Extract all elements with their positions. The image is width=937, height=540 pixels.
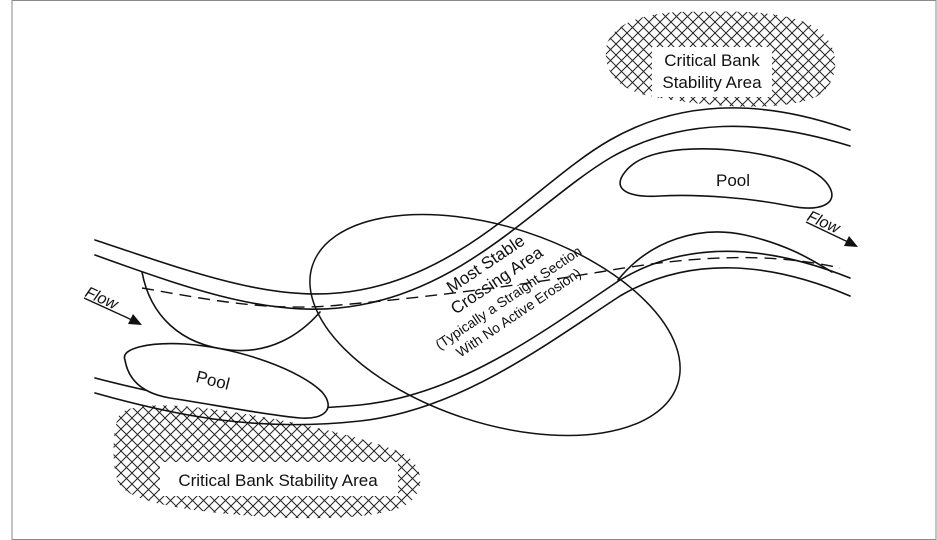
critical-bank-bottom-label: Critical Bank Stability Area bbox=[178, 471, 378, 490]
pool-bottom bbox=[123, 342, 329, 419]
pool-top bbox=[619, 148, 833, 209]
point-bar-right bbox=[617, 231, 833, 281]
critical-bank-top-label-line1: Critical Bank bbox=[664, 51, 760, 70]
critical-bank-bottom-label-bg bbox=[160, 462, 398, 496]
river-bank-2 bbox=[94, 125, 851, 310]
critical-bank-top-label-line2: Stability Area bbox=[662, 73, 762, 92]
critical-bank-top-label-bg bbox=[652, 47, 772, 97]
pool-top-label: Pool bbox=[716, 171, 750, 190]
river-bank-4 bbox=[94, 267, 851, 426]
critical-bank-area-bottom bbox=[113, 405, 421, 519]
river-bank-1 bbox=[94, 107, 851, 295]
crossing-area-label: Most Stable Crossing Area (Typically a S… bbox=[432, 231, 584, 360]
flow-label-right: Flow bbox=[804, 208, 843, 238]
flow-arrow-left bbox=[83, 297, 142, 325]
flow-label-left: Flow bbox=[82, 284, 121, 314]
point-bar-left bbox=[141, 271, 321, 352]
flow-arrow-right bbox=[805, 221, 858, 247]
crossing-area-ellipse bbox=[309, 213, 681, 437]
thalweg-line bbox=[141, 256, 841, 308]
